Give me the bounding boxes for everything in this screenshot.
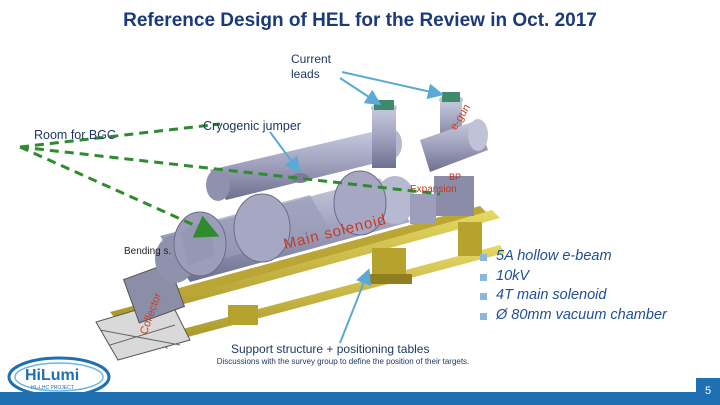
bending-solenoid-label: Bending s. [124,246,172,257]
bullet-square-icon [480,273,487,281]
list-item: 10kV [480,267,667,287]
hilumi-logo: HiLumi HL-LHC PROJECT [7,356,111,398]
list-item: 4T main solenoid [480,286,667,306]
support-frame [110,206,505,349]
current-leads-label-line1: Current [291,52,332,66]
bullet-text: 4T main solenoid [496,287,607,303]
current-leads-label: Current leads [291,52,331,82]
support-structure-label: Support structure + positioning tables [231,342,430,356]
bullet-text: 5A hollow e-beam [496,248,612,264]
bullet-square-icon [480,254,487,261]
list-item: Ø 80mm vacuum chamber [480,306,667,326]
bullet-text: 10kV [496,267,530,284]
annotation-arrows [269,71,444,344]
page-number: 5 [696,378,720,405]
svg-text:HL-LHC PROJECT: HL-LHC PROJECT [31,385,74,391]
e-gun-assembly [410,119,488,224]
current-leads-label-line2: leads [291,67,320,81]
svg-text:HiLumi: HiLumi [25,367,79,384]
survey-discussion-note: Discussions with the survey group to def… [216,357,470,366]
footer-bar [0,392,720,405]
room-for-bgc-label: Room for BGC [34,128,116,142]
slide-title: Reference Design of HEL for the Review i… [123,10,597,31]
expansion-label: Expansion [410,184,457,195]
bullet-text: Ø 80mm vacuum chamber [496,306,667,323]
bullet-square-icon [480,293,487,300]
list-item: 5A hollow e-beam [480,247,667,267]
specs-bullet-list: 5A hollow e-beam 10kV 4T main solenoid Ø… [480,247,667,325]
collector-stand [95,262,191,361]
cryogenic-jumper-label: Cryogenic jumper [203,119,301,133]
gun-marker-label: BP [449,172,462,182]
bgc-dashed-lines [19,122,441,238]
bullet-square-icon [480,312,487,320]
